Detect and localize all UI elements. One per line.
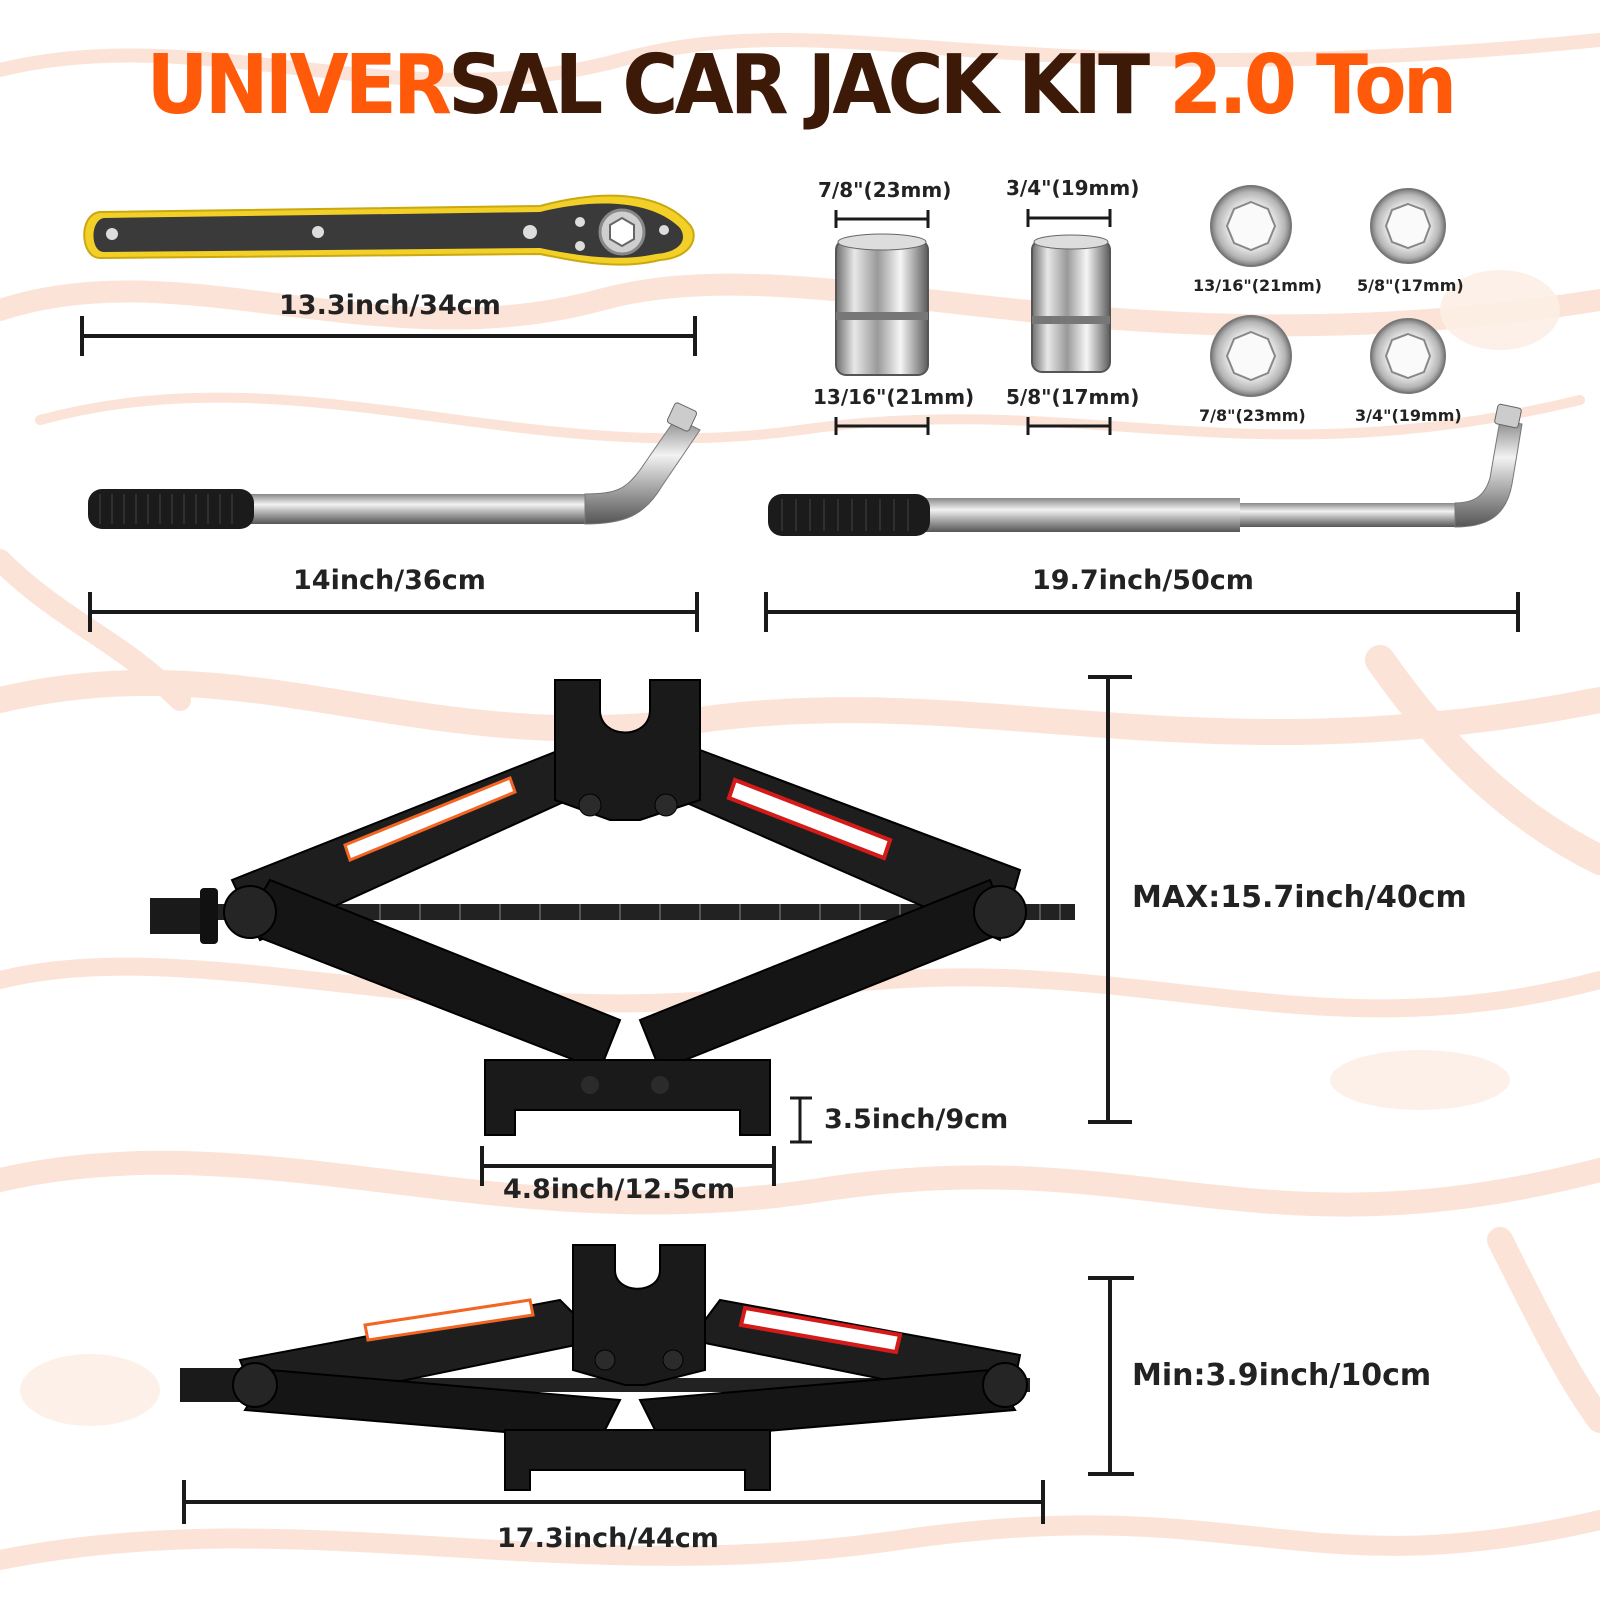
- jack-base-height-dimension: 3.5inch/9cm: [824, 1104, 1009, 1135]
- socket-size-label: 7/8"(23mm): [818, 178, 952, 202]
- ratchet-wrench: [83, 194, 695, 266]
- socket-end-view-4: [1370, 318, 1446, 394]
- socket-size-label: 5/8"(17mm): [1357, 276, 1464, 295]
- long-lug-wrench: [768, 403, 1523, 536]
- socket-size-label: 13/16"(21mm): [813, 385, 975, 409]
- socket-end-view-2: [1370, 188, 1446, 264]
- socket-size-label: 13/16"(21mm): [1193, 276, 1322, 295]
- jack-base-width-dimension: 4.8inch/12.5cm: [503, 1174, 736, 1205]
- socket-size-label: 5/8"(17mm): [1006, 385, 1140, 409]
- ratchet-wrench-dimension: 13.3inch/34cm: [279, 290, 501, 321]
- product-title: UNIVERSAL CAR JACK KIT 2.0 Ton: [56, 38, 1544, 133]
- socket-end-view-1: [1210, 185, 1292, 267]
- title-tonnage: 2.0 Ton: [1169, 38, 1457, 133]
- jack-max-height-dimension: MAX:15.7inch/40cm: [1132, 880, 1467, 915]
- short-lug-wrench: [88, 402, 701, 529]
- scissor-jack-extended: [150, 679, 1075, 1136]
- socket-small-side: [1031, 234, 1111, 373]
- socket-size-label: 3/4"(19mm): [1006, 176, 1140, 200]
- socket-large-side: [835, 233, 929, 376]
- long-lug-wrench-dimension: 19.7inch/50cm: [1032, 565, 1254, 596]
- jack-length-dimension: 17.3inch/44cm: [497, 1523, 719, 1554]
- title-brown-part: SAL CAR JACK KIT: [448, 38, 1170, 133]
- short-lug-wrench-dimension: 14inch/36cm: [293, 565, 486, 596]
- socket-size-label: 3/4"(19mm): [1355, 406, 1462, 425]
- dimension-lines: [80, 209, 1520, 1524]
- socket-end-view-3: [1210, 315, 1292, 397]
- title-orange-part: UNIVER: [146, 38, 452, 133]
- scissor-jack-retracted: [180, 1244, 1030, 1491]
- jack-min-height-dimension: Min:3.9inch/10cm: [1132, 1358, 1432, 1393]
- socket-size-label: 7/8"(23mm): [1199, 406, 1306, 425]
